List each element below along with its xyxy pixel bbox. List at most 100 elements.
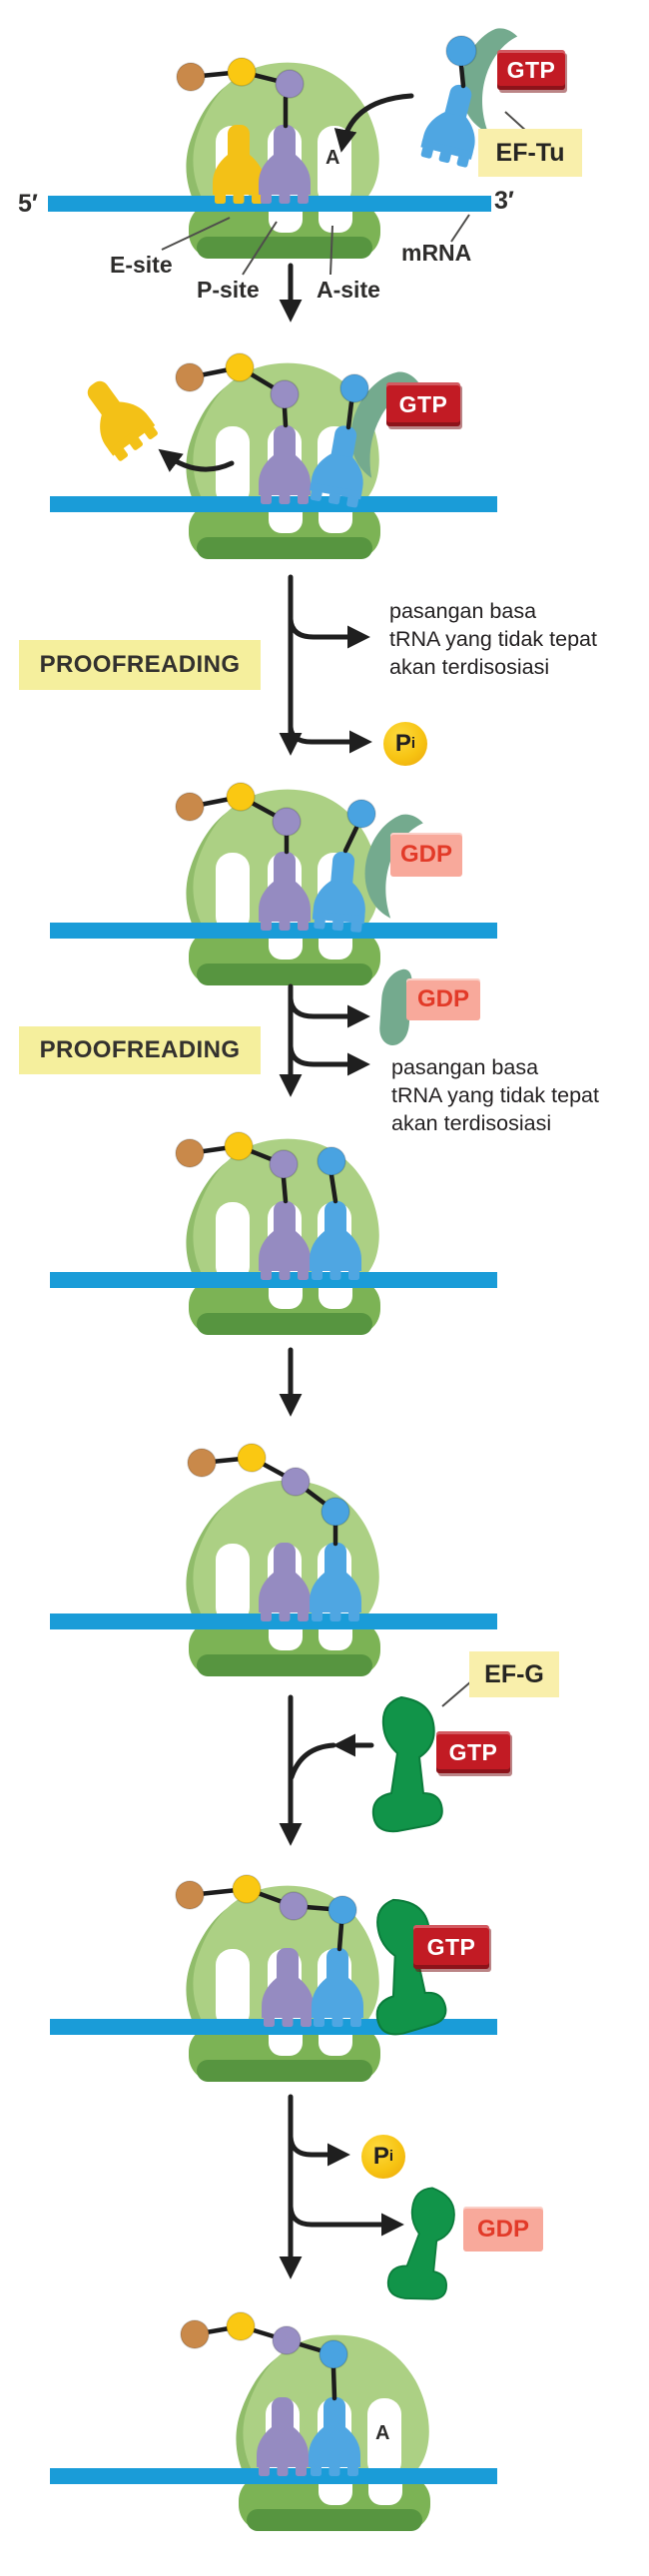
branch-dissociation-arrow: [288, 1043, 370, 1076]
panel-6-translocation-gtp: [50, 1874, 497, 2082]
mrna-label: mRNA: [401, 240, 472, 266]
amino-acid-yellow: [226, 782, 256, 812]
mrna-strand: [50, 1613, 497, 1629]
release-section: [279, 2094, 467, 2307]
panel-5-peptide-transfer: [50, 1443, 497, 1676]
ef-g-join-section: [279, 1680, 472, 1846]
ef-g-pointer-line: [441, 1680, 472, 1707]
dissociation-note-2: pasangan basa tRNA yang tidak tepat akan…: [391, 1053, 599, 1137]
ejected-trna-yellow: [72, 368, 161, 463]
amino-acid-purple: [269, 1149, 299, 1179]
amino-acid-purple: [272, 2325, 302, 2355]
note-line: akan terdisosiasi: [391, 1111, 552, 1135]
branch-gdp-arrow: [288, 2204, 404, 2237]
amino-acid-purple: [275, 69, 305, 99]
proofreading-branch-2: [279, 965, 426, 1097]
amino-acid-purple: [281, 1467, 311, 1497]
amino-acid-purple: [272, 807, 302, 837]
amino-acid-yellow: [225, 352, 255, 382]
mrna-strand: [50, 496, 497, 512]
amino-acid-blue: [339, 373, 369, 403]
branch-gdp-arrow: [288, 995, 370, 1028]
mrna-strand: [50, 1272, 497, 1288]
a-slot-letter-final: A: [375, 2422, 390, 2444]
eject-arrow: [158, 448, 235, 472]
amino-acid-yellow: [237, 1443, 267, 1473]
pi-main: P: [372, 2143, 389, 2170]
branch-dissociation-arrow: [288, 616, 370, 649]
amino-link: [342, 825, 359, 854]
amino-acid-brown: [175, 1880, 205, 1910]
mrna-strand: [48, 196, 491, 212]
a-site-pointer-line: [329, 225, 333, 276]
note-line: tRNA yang tidak tepat: [389, 627, 597, 651]
peptide-link: [336, 1921, 344, 1952]
gtp-badge-1: GTP: [497, 50, 565, 90]
ef-g-tag: EF-G: [469, 1651, 559, 1697]
note-line: akan terdisosiasi: [389, 655, 550, 679]
ef-tu-pointer-line: [504, 111, 528, 133]
a-slot-letter: A: [325, 147, 340, 169]
e-site-label: E-site: [110, 252, 173, 278]
a-site-label: A-site: [317, 277, 380, 303]
ef-g-leaving: [383, 2182, 467, 2307]
note-line: pasangan basa: [389, 599, 537, 623]
three-prime-label: 3′: [494, 187, 514, 215]
amino-acid-brown: [187, 1448, 217, 1478]
amino-acid-yellow: [226, 2311, 256, 2341]
gdp-badge-3: GDP: [463, 2207, 543, 2252]
amino-acid-blue: [346, 799, 376, 829]
amino-acid-brown: [176, 62, 206, 92]
amino-acid-purple: [279, 1891, 309, 1921]
panel-3-gtp-hydrolysis: [50, 782, 497, 985]
note-line: tRNA yang tidak tepat: [391, 1083, 599, 1107]
five-prime-label: 5′: [18, 190, 38, 218]
amino-acid-brown: [175, 792, 205, 822]
amino-acid-blue: [445, 35, 477, 67]
ef-g-entry-curve: [289, 1742, 336, 1780]
peptide-chain: [187, 1886, 345, 1913]
panel-1-initial-binding: [48, 24, 528, 322]
ef-g-protein: [371, 1696, 443, 1833]
amino-acid-purple: [270, 379, 300, 409]
peptide-link: [281, 1175, 289, 1204]
gtp-badge-4: GTP: [413, 1925, 489, 1969]
panel-2-accommodation: [50, 352, 497, 559]
amino-link: [458, 63, 466, 89]
gdp-badge-1: GDP: [390, 833, 462, 877]
panel-4-accepted-trna: [50, 1131, 497, 1417]
peptide-chain: [199, 1455, 338, 1515]
gdp-badge-2: GDP: [406, 978, 480, 1020]
amino-acid-blue: [317, 1146, 346, 1176]
dissociation-note-1: pasangan basa tRNA yang tidak tepat akan…: [389, 597, 597, 681]
gtp-badge-2: GTP: [386, 382, 460, 426]
amino-link: [345, 399, 354, 430]
branch-pi-arrow: [288, 724, 372, 754]
amino-acid-yellow: [224, 1131, 254, 1161]
amino-link: [328, 1172, 338, 1204]
proofreading-label-2: PROOFREADING: [19, 1026, 261, 1074]
ef-tu-tag: EF-Tu: [478, 129, 582, 177]
proofreading-label-1: PROOFREADING: [19, 640, 261, 690]
amino-acid-yellow: [227, 57, 257, 87]
peptide-chain: [192, 2323, 336, 2357]
mrna-pointer-line: [450, 214, 470, 243]
amino-acid-brown: [175, 1138, 205, 1168]
amino-acid-brown: [175, 362, 205, 392]
amino-acid-blue: [327, 1895, 357, 1925]
branch-pi-arrow: [288, 2134, 350, 2167]
mrna-strand: [50, 923, 497, 939]
peptide-link: [282, 405, 289, 428]
p-site-label: P-site: [197, 277, 260, 303]
mrna-strand: [50, 2468, 497, 2484]
amino-acid-yellow: [232, 1874, 262, 1904]
entry-arrow: [333, 93, 414, 153]
e-site-pointer-line: [161, 217, 231, 251]
panel-7-translocated: [50, 2311, 497, 2531]
note-line: pasangan basa: [391, 1055, 539, 1079]
amino-acid-blue: [319, 2339, 348, 2369]
gtp-badge-3: GTP: [436, 1731, 510, 1773]
